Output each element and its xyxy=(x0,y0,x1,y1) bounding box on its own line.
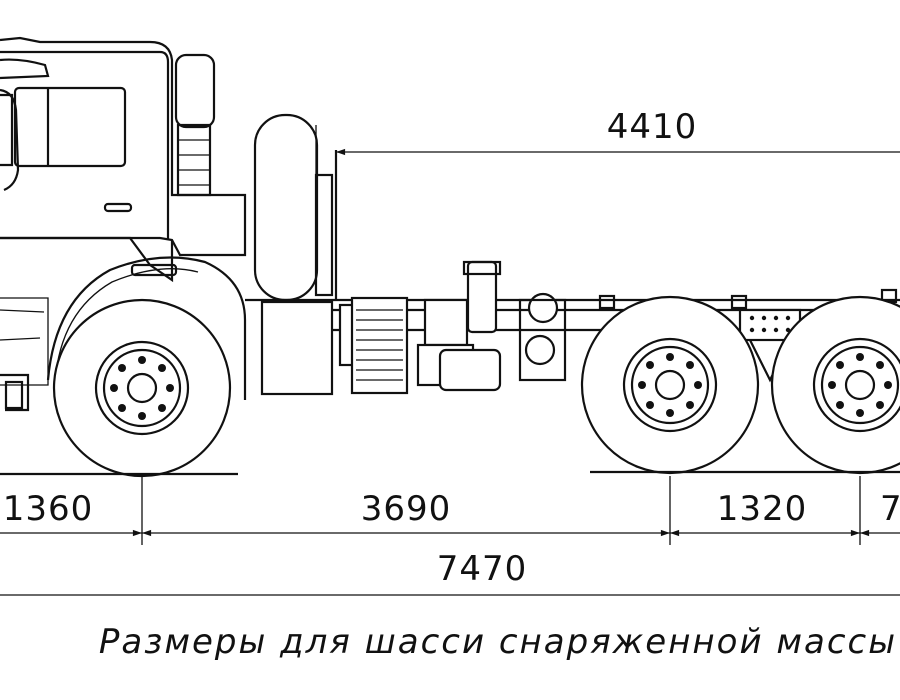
rear-fittings xyxy=(518,288,898,382)
dim-label-wheelbase: 3690 xyxy=(361,489,452,529)
bogie-bracket xyxy=(738,308,802,383)
transfer-case xyxy=(416,260,502,392)
dim-label-bogie: 1320 xyxy=(717,489,808,529)
truck-drawing xyxy=(0,36,900,478)
dim-label-front-overhang: 1360 xyxy=(3,489,94,529)
dim-label-overall-length: 7470 xyxy=(437,549,528,589)
air-intake xyxy=(174,53,216,197)
rear-wheel-2 xyxy=(770,295,900,475)
spare-wheel xyxy=(253,113,334,302)
cab xyxy=(0,36,247,412)
front-wheel xyxy=(52,298,232,478)
finned-unit xyxy=(350,296,409,395)
drawing-caption: Размеры для шасси снаряженной массы xyxy=(98,622,898,662)
rear-wheel-1 xyxy=(580,295,760,475)
dim-label-top-length: 4410 xyxy=(607,107,698,147)
dimension-lines: 4410 1360 3690 1320 7 7470 xyxy=(0,107,900,596)
front-fender xyxy=(46,256,247,400)
dim-label-rear-overhang: 7 xyxy=(880,489,900,529)
